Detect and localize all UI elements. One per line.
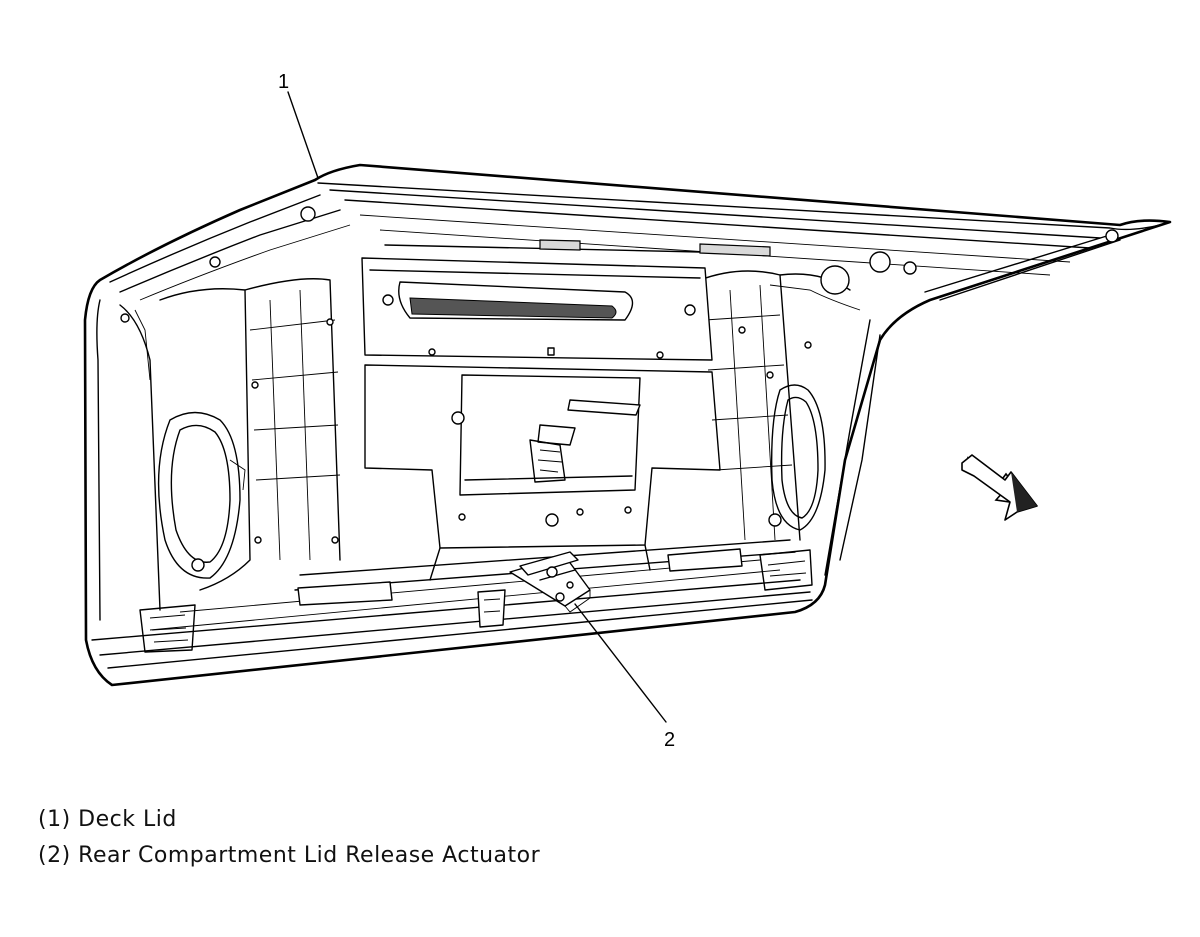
callout-1: 1 <box>278 71 319 179</box>
legend-item-deck-lid: (1) Deck Lid <box>38 807 177 832</box>
deck-lid <box>83 163 1172 687</box>
arrow-forward-icon <box>961 454 1038 521</box>
callout-2-label: 2 <box>664 729 675 751</box>
legend-item-release-actuator: (2) Rear Compartment Lid Release Actuato… <box>38 843 541 868</box>
release-actuator <box>509 551 591 613</box>
callout-2: 2 <box>574 603 675 751</box>
legend: (1) Deck Lid (2) Rear Compartment Lid Re… <box>38 802 540 874</box>
callout-1-label: 1 <box>278 71 289 93</box>
